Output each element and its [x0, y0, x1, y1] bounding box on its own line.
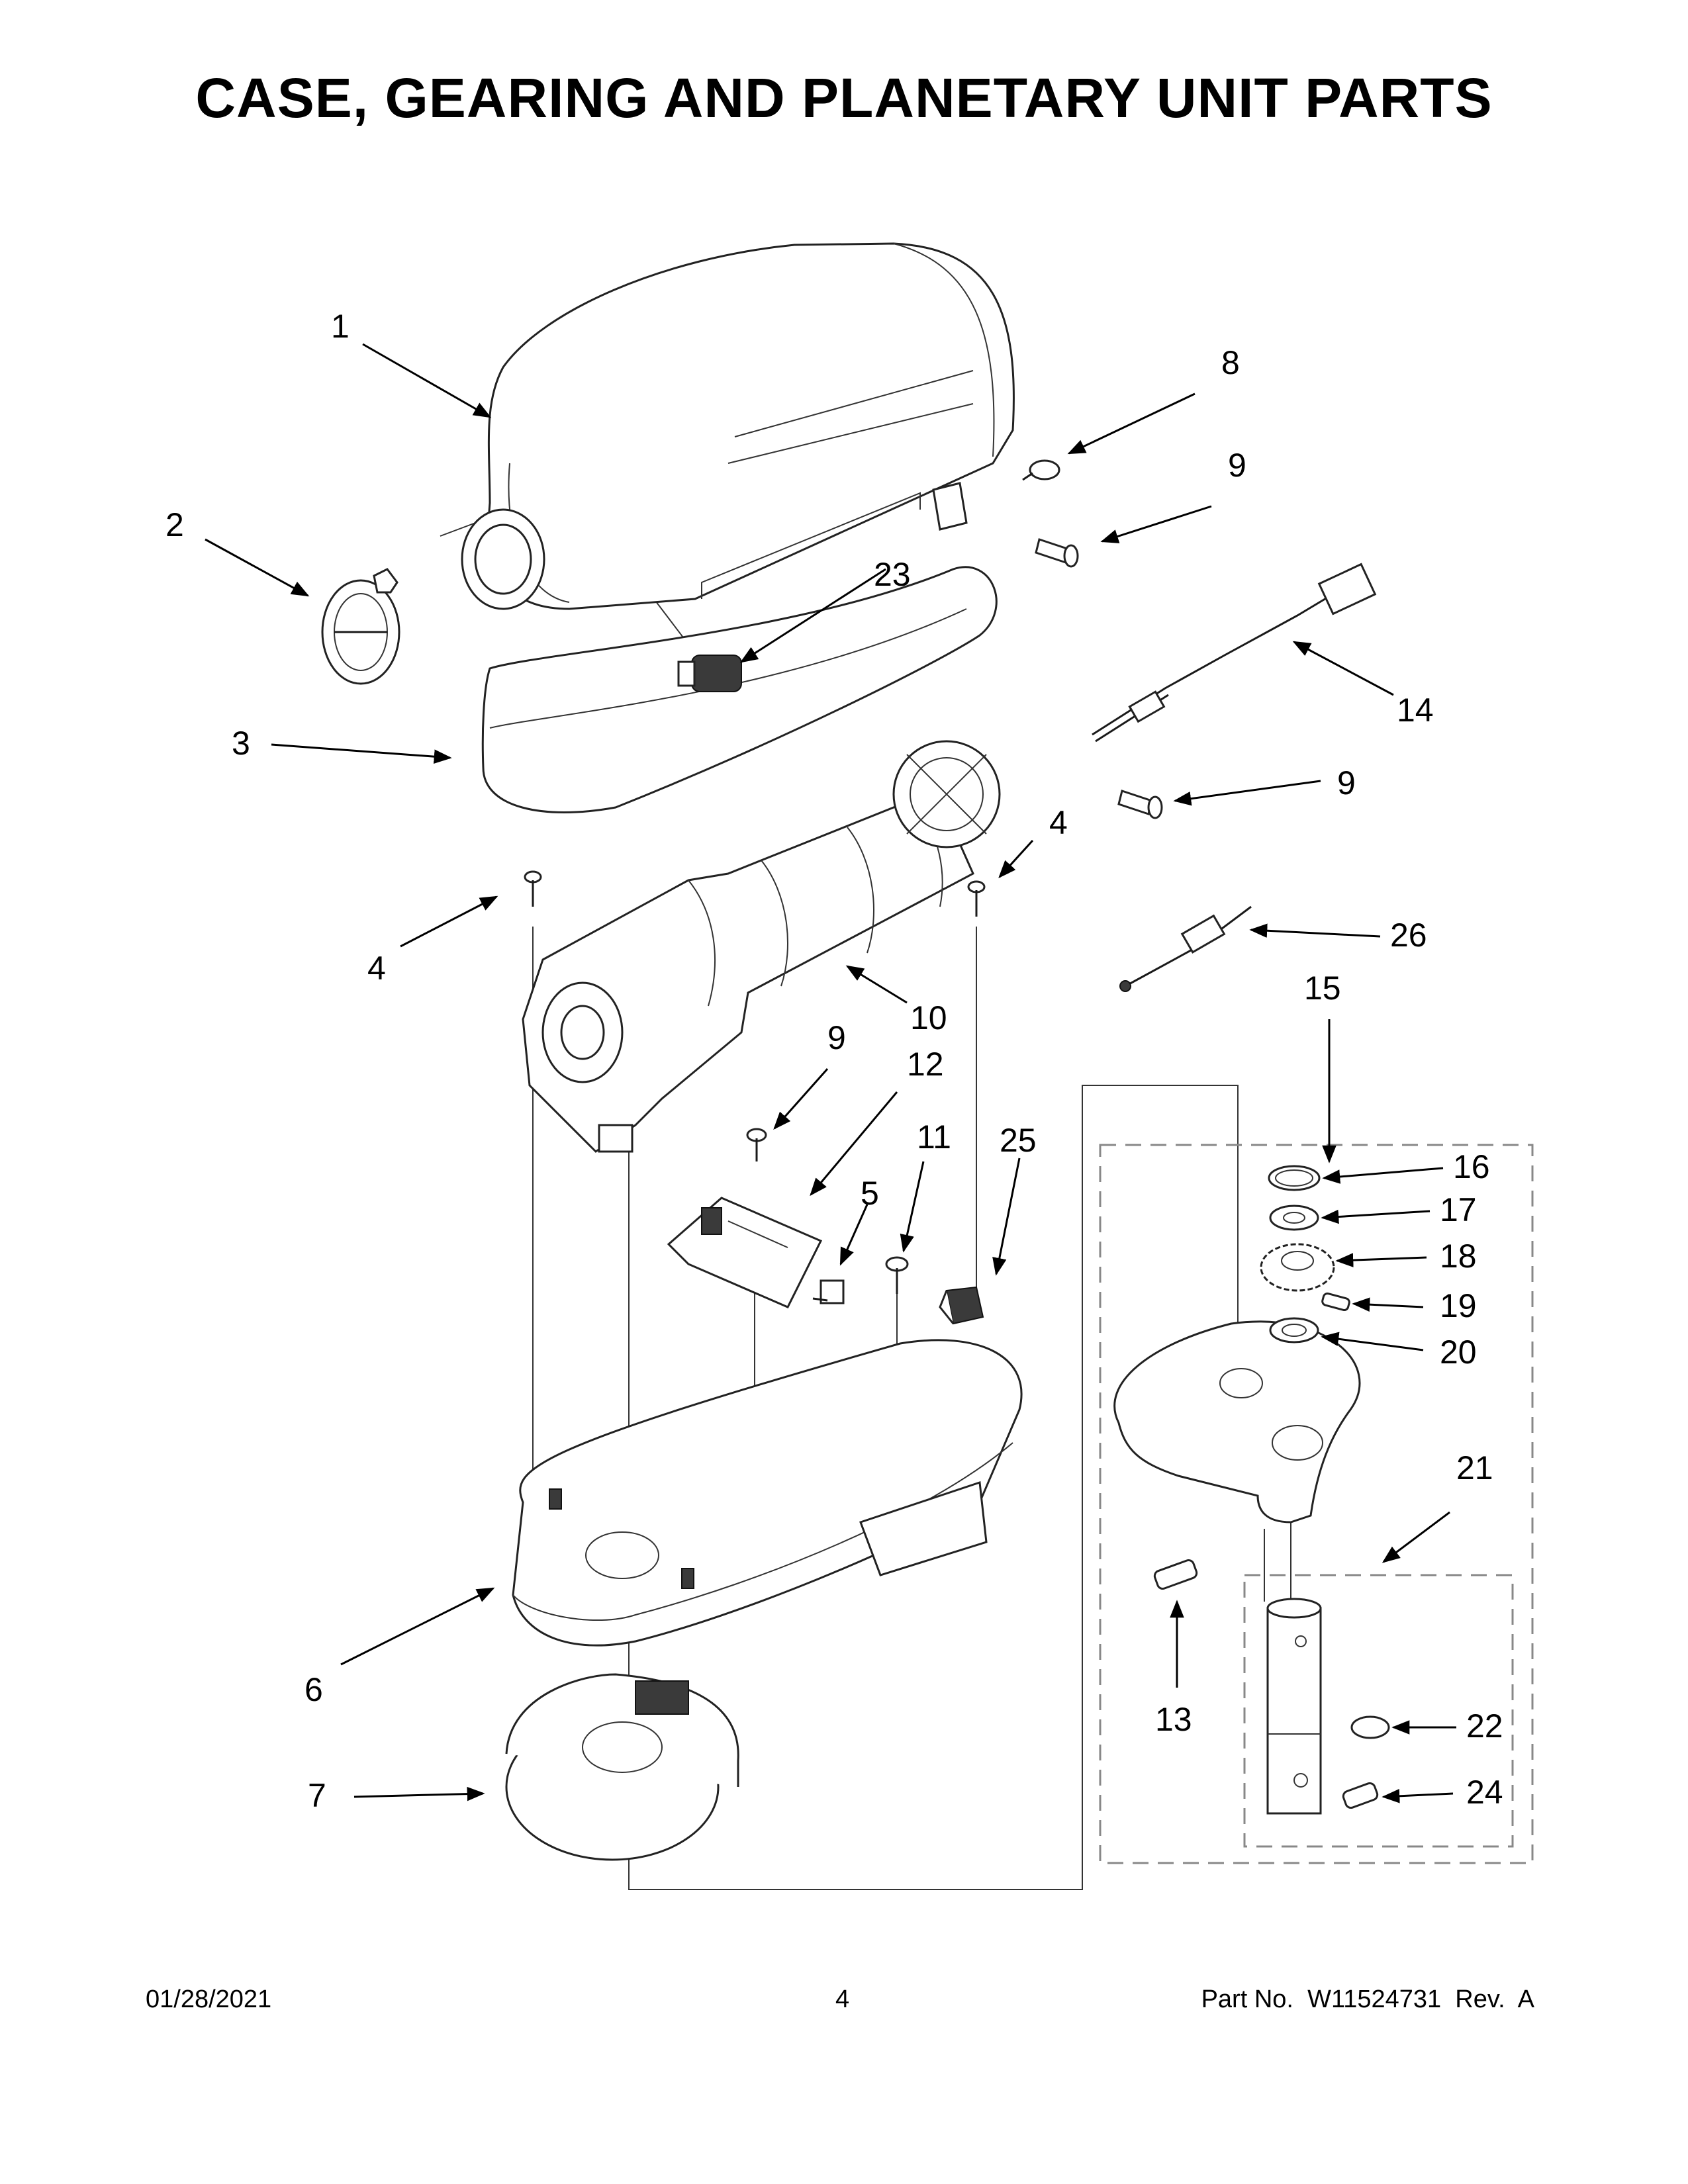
- part-planetary-plate: [1113, 1320, 1361, 1524]
- part-gear-18: [1260, 1243, 1335, 1292]
- part-washer-20: [1269, 1317, 1319, 1343]
- callout-8: 8: [1221, 344, 1240, 381]
- callout-labels: 1 2 3 4 4 5 6 7 8 9 9 9 10 11 12 13 14 1…: [165, 308, 1503, 1814]
- callout-14: 14: [1397, 692, 1434, 729]
- footer-date: 01/28/2021: [146, 1985, 272, 2013]
- callout-25: 25: [1000, 1122, 1037, 1159]
- callout-20: 20: [1440, 1334, 1477, 1371]
- callout-24: 24: [1466, 1774, 1503, 1811]
- callout-9-middle: 9: [1337, 764, 1356, 801]
- part-screw-4-left: [524, 870, 542, 907]
- callout-5: 5: [861, 1175, 879, 1212]
- callout-23: 23: [874, 556, 911, 593]
- footer-page-number: 4: [835, 1985, 850, 2013]
- part-thumb-screw: [677, 655, 742, 692]
- part-screw-8: [932, 459, 1060, 531]
- callout-3: 3: [232, 725, 250, 762]
- part-hinge-cover: [321, 568, 400, 685]
- callout-10: 10: [910, 999, 947, 1036]
- part-pin-13: [1153, 1559, 1198, 1590]
- callout-9-lower: 9: [827, 1019, 846, 1056]
- part-control-board: [667, 1197, 823, 1308]
- callout-2: 2: [165, 506, 184, 543]
- callout-19: 19: [1440, 1287, 1477, 1324]
- callout-arrows: [205, 343, 1456, 1803]
- callout-11: 11: [917, 1118, 951, 1156]
- part-screw-4-right: [967, 880, 986, 917]
- callout-4-left: 4: [367, 950, 386, 987]
- part-gear-housing: [505, 1673, 739, 1861]
- callout-15: 15: [1304, 970, 1341, 1007]
- callout-9-top: 9: [1228, 447, 1246, 484]
- callout-12: 12: [907, 1046, 944, 1083]
- callout-17: 17: [1440, 1191, 1477, 1228]
- part-switch: [812, 1279, 845, 1304]
- part-motor-housing: [461, 242, 1015, 610]
- part-lever-knob: [939, 1286, 984, 1325]
- planetary-unit-boundary: [1099, 1144, 1534, 1864]
- callout-1: 1: [331, 308, 350, 345]
- part-screw-11: [885, 1256, 909, 1294]
- callout-4-right: 4: [1049, 804, 1068, 841]
- part-wire-harness: [1119, 905, 1252, 992]
- callout-6: 6: [305, 1671, 323, 1708]
- part-band: [481, 566, 998, 813]
- part-screw-9-middle: [1117, 790, 1163, 819]
- page-title: CASE, GEARING AND PLANETARY UNIT PARTS: [195, 67, 1493, 129]
- callout-7: 7: [308, 1777, 326, 1814]
- callout-26: 26: [1390, 917, 1427, 954]
- callout-22: 22: [1466, 1707, 1503, 1745]
- part-retaining-ring-16: [1268, 1165, 1321, 1191]
- part-screw-9-lower: [746, 1128, 767, 1161]
- callout-21: 21: [1456, 1449, 1493, 1486]
- part-pedestal-base: [512, 1339, 1023, 1647]
- part-pin-24: [1342, 1782, 1379, 1809]
- part-beater-shaft: [1266, 1598, 1322, 1815]
- callout-13: 13: [1155, 1701, 1192, 1738]
- part-ring-22: [1350, 1715, 1390, 1739]
- part-power-cord: [1092, 563, 1377, 743]
- part-pin-19: [1321, 1292, 1350, 1312]
- part-screw-9-top: [1035, 538, 1079, 568]
- callout-16: 16: [1453, 1148, 1490, 1185]
- callout-18: 18: [1440, 1238, 1477, 1275]
- footer-part-number: Part No. W11524731 Rev. A: [1201, 1985, 1534, 2013]
- part-washer-17: [1269, 1205, 1319, 1231]
- part-motor-assembly: [522, 740, 1001, 1153]
